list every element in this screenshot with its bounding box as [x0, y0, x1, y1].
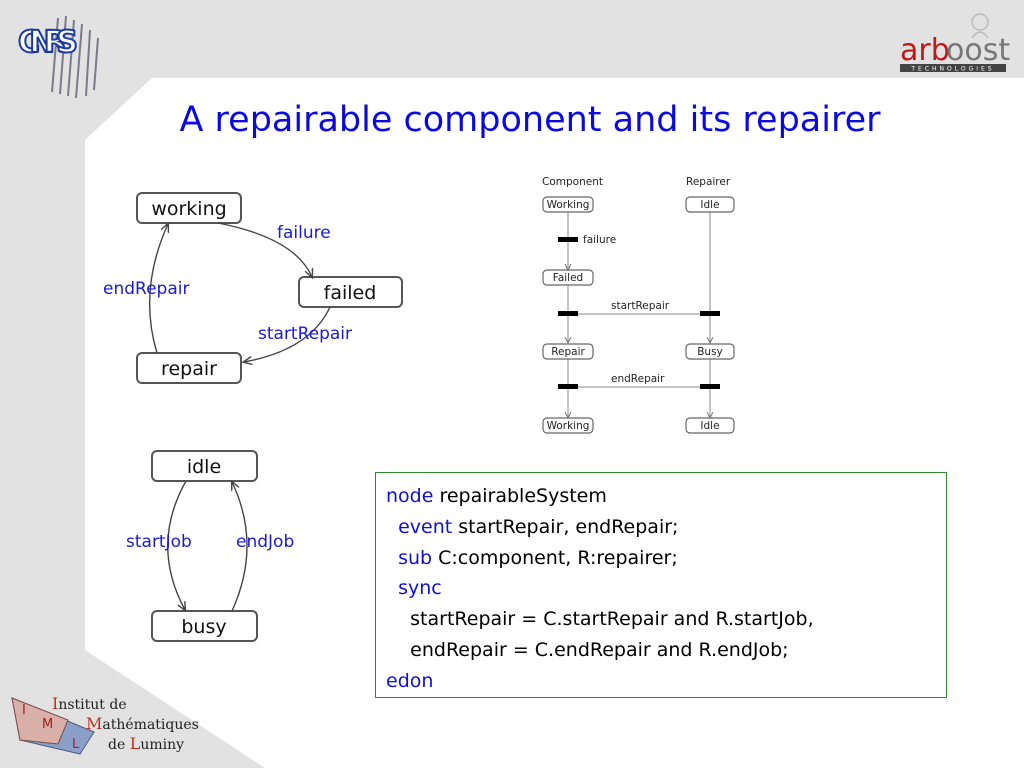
- seq-component-state-2: Failed: [553, 272, 583, 284]
- code-line-3: sub C:component, R:repairer;: [386, 543, 936, 574]
- iml-logo: I M L Institut de Mathématiques de Lumin…: [8, 692, 208, 758]
- transition-failure-label: failure: [277, 223, 331, 243]
- state-idle-label: idle: [187, 456, 221, 478]
- iml-line-2: Mathématiques: [86, 714, 199, 733]
- transition-startjob-arrow: [167, 480, 187, 610]
- code-line-6: endRepair = C.endRepair and R.endJob;: [386, 638, 789, 661]
- state-idle: idle: [151, 450, 258, 482]
- code-keyword-sync: sync: [386, 577, 442, 600]
- slide-title: A repairable component and its repairer: [179, 100, 881, 140]
- code-keyword-edon: edon: [386, 669, 434, 692]
- code-box: node repairableSystem event startRepair,…: [375, 472, 947, 698]
- state-working-label: working: [151, 198, 226, 220]
- event-bar-endrepair-component: [558, 384, 578, 389]
- seq-component-state-1: Working: [547, 199, 590, 211]
- state-busy-label: busy: [181, 616, 226, 638]
- code-keyword-event: event: [386, 515, 453, 538]
- iml-line-3: de Luminy: [108, 734, 185, 753]
- transition-startrepair-arrow: [244, 306, 331, 362]
- lane-repairer-header: Repairer: [686, 176, 731, 188]
- arboost-brand-b: oost: [946, 33, 1010, 68]
- code-event-list: startRepair, endRepair;: [452, 515, 679, 538]
- code-keyword-sub: sub: [386, 546, 433, 569]
- event-bar-failure: [558, 237, 578, 242]
- iml-emblem-l: L: [72, 737, 80, 752]
- repairer-state-diagram: idle busy startJob endJob: [126, 450, 294, 642]
- state-working: working: [136, 192, 242, 224]
- arboost-brand-a: arb: [900, 33, 950, 68]
- code-keyword-node: node: [386, 485, 434, 507]
- state-repair-label: repair: [161, 358, 217, 380]
- code-line-5: startRepair = C.startRepair and R.startJ…: [386, 608, 814, 631]
- cnrs-logo: CNRS: [17, 15, 99, 99]
- seq-event-failure: failure: [583, 234, 616, 246]
- iml-emblem-i: I: [22, 703, 26, 718]
- arboost-tagline: TECHNOLOGIES: [910, 66, 994, 73]
- code-line-4: sync: [386, 573, 936, 604]
- transition-failure-arrow: [217, 222, 312, 277]
- sequence-diagram: Component Repairer failure startRepair e…: [542, 176, 735, 434]
- event-bar-startrepair-repairer: [700, 311, 720, 316]
- transition-endjob-label: endJob: [236, 532, 294, 552]
- transition-startjob-label: startJob: [126, 532, 192, 552]
- state-failed-label: failed: [324, 282, 377, 304]
- seq-repairer-state-2: Busy: [697, 346, 723, 358]
- code-line-1: node repairableSystem: [386, 481, 936, 512]
- code-line-2: event startRepair, endRepair;: [386, 512, 936, 543]
- event-bar-endrepair-repairer: [700, 384, 720, 389]
- transition-endrepair-arrow: [148, 224, 168, 354]
- arboost-logo: arb oost TECHNOLOGIES: [898, 12, 1010, 74]
- seq-repairer-state-1: Idle: [700, 199, 719, 211]
- transition-endjob-arrow: [232, 482, 248, 612]
- seq-event-endrepair: endRepair: [611, 373, 665, 385]
- cnrs-logo-text: CNRS: [18, 25, 78, 60]
- seq-event-startrepair: startRepair: [611, 300, 670, 312]
- lane-component-header: Component: [542, 176, 603, 188]
- seq-repairer-state-3: Idle: [700, 420, 719, 432]
- iml-line-1: Institut de: [52, 694, 127, 713]
- state-repair: repair: [136, 352, 242, 384]
- event-bar-startrepair-component: [558, 311, 578, 316]
- state-busy: busy: [151, 610, 258, 642]
- seq-component-state-3: Repair: [551, 346, 585, 358]
- code-line-7: edon: [386, 666, 936, 697]
- component-state-diagram: working failed repair failure startRepai…: [103, 192, 403, 384]
- code-sub-list: C:component, R:repairer;: [432, 546, 678, 569]
- seq-component-state-4: Working: [547, 420, 590, 432]
- transition-startrepair-label: startRepair: [258, 324, 352, 344]
- state-failed: failed: [298, 276, 403, 308]
- transition-endrepair-label: endRepair: [103, 279, 189, 299]
- iml-emblem-m: M: [42, 717, 53, 732]
- code-node-name: repairableSystem: [433, 485, 607, 507]
